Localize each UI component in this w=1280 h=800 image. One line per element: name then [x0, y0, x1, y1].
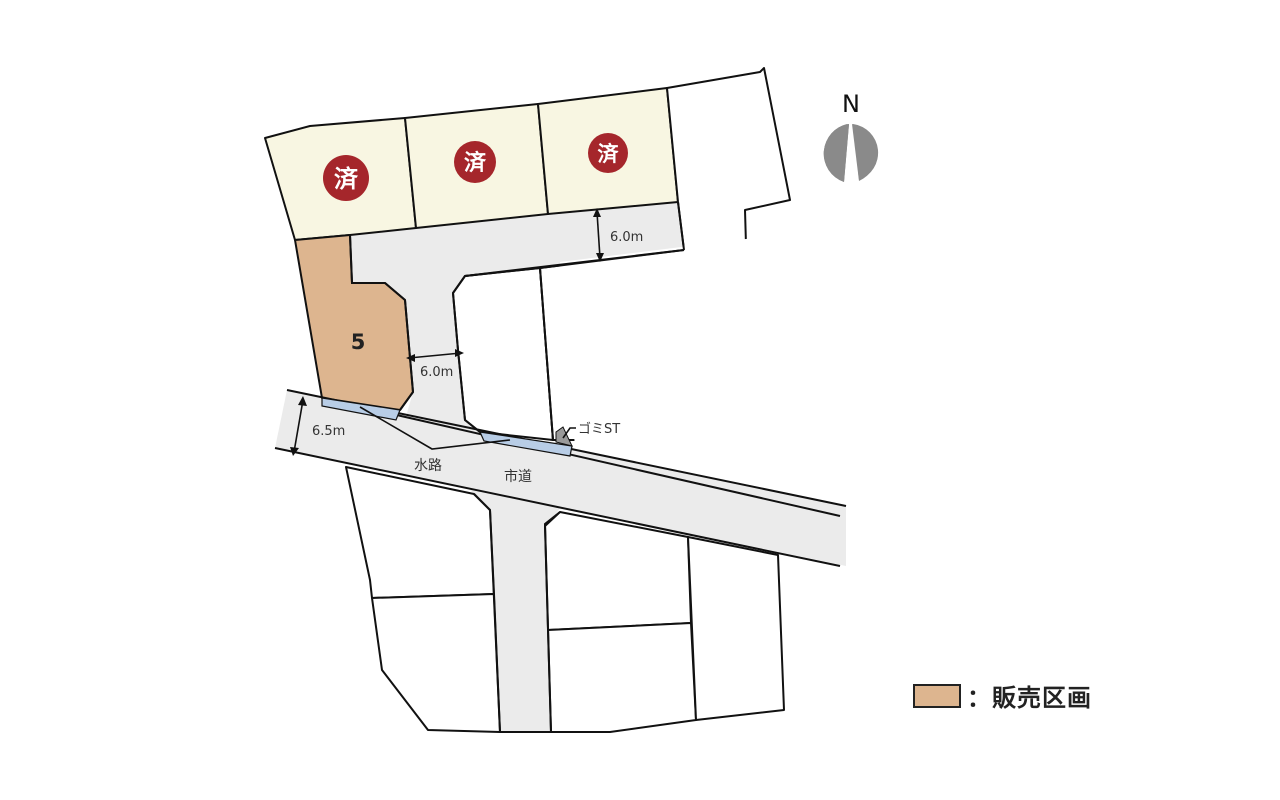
legend: ：販売区画: [913, 678, 1092, 713]
waterway-strip-west: [321, 397, 401, 421]
dimension-road-middle: 6.0m: [406, 349, 464, 380]
waterway-strip-east: [479, 431, 573, 457]
svg-text:済: 済: [598, 142, 620, 166]
sold-badge-3: 済: [588, 133, 628, 173]
waterway-label: 水路: [414, 458, 442, 474]
svg-text:6.5m: 6.5m: [312, 424, 345, 439]
sold-badge-2: 済: [454, 141, 496, 183]
garbage-station-label: ゴミST: [578, 421, 620, 437]
north-label: N: [842, 90, 860, 118]
lot-south-west-lower: [371, 593, 501, 733]
legend-label: ：販売区画: [967, 684, 1092, 712]
svg-text:済: 済: [464, 150, 487, 176]
lot-south-east: [687, 536, 785, 721]
lot-number: 5: [351, 330, 366, 354]
sold-badge-1: 済: [323, 155, 369, 201]
svg-text:6.0m: 6.0m: [610, 230, 643, 245]
svg-text:6.0m: 6.0m: [420, 365, 453, 380]
dimension-city-road: 6.5m: [290, 396, 345, 456]
svg-text:済: 済: [334, 165, 359, 193]
city-road-label: 市道: [504, 468, 532, 485]
legend-swatch-sale-lot: [913, 683, 961, 708]
dimension-road-top: 6.0m: [593, 208, 643, 262]
city-road: [275, 390, 846, 566]
